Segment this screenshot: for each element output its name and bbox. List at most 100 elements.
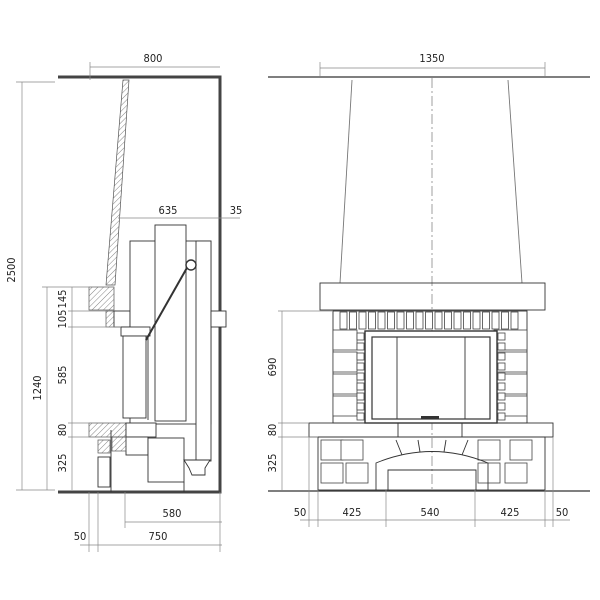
dim-firebox-height: 585 bbox=[56, 366, 69, 385]
side-brick bbox=[356, 332, 365, 341]
rowlock-brick bbox=[463, 311, 471, 330]
firebox-cap bbox=[120, 326, 151, 337]
hood-right-edge bbox=[507, 79, 523, 284]
dim-depth-body: 635 bbox=[159, 204, 178, 217]
base-brick bbox=[509, 439, 533, 461]
base-brick bbox=[340, 439, 364, 461]
dim-hearth-slab: 80 bbox=[56, 424, 69, 437]
base-brick bbox=[477, 439, 501, 461]
base-plinth bbox=[317, 436, 546, 491]
rowlock-brick bbox=[453, 311, 462, 330]
rowlock-brick bbox=[349, 311, 357, 330]
front-view: 1350 690 80 325 50 425 540 425 50 bbox=[266, 52, 590, 527]
dim-hearth-slab-front: 80 bbox=[266, 424, 279, 437]
base-brick bbox=[320, 462, 344, 484]
firebox-glass bbox=[371, 336, 491, 420]
side-brick bbox=[356, 392, 365, 401]
base-block bbox=[125, 436, 149, 456]
dimension-lines-front bbox=[278, 62, 570, 527]
pillar-brick bbox=[332, 395, 358, 417]
door-handle bbox=[421, 416, 439, 419]
dim-mantel-second: 105 bbox=[56, 310, 69, 329]
firebox-door bbox=[122, 335, 147, 419]
hood-section bbox=[105, 79, 130, 286]
hood-left-edge bbox=[339, 79, 353, 284]
rowlock-brick bbox=[387, 311, 395, 330]
base-brick bbox=[345, 462, 369, 484]
base-brick bbox=[504, 462, 528, 484]
side-brick bbox=[356, 362, 365, 371]
base-brick bbox=[477, 462, 501, 484]
side-brick bbox=[356, 352, 365, 361]
pillar-brick bbox=[332, 351, 358, 373]
ash-chamber bbox=[147, 437, 185, 483]
room-wall-outline bbox=[58, 75, 222, 494]
rowlock-brick bbox=[339, 311, 348, 330]
hearth-support bbox=[125, 422, 157, 438]
rowlock-brick bbox=[472, 311, 481, 330]
mantel-front bbox=[113, 310, 131, 328]
rowlock-brick bbox=[368, 311, 376, 330]
side-brick bbox=[497, 342, 506, 351]
dim-gap-wall: 35 bbox=[230, 204, 243, 217]
brick-courses bbox=[320, 311, 533, 484]
side-brick bbox=[497, 352, 506, 361]
pillar-brick bbox=[332, 329, 358, 351]
side-brick bbox=[356, 372, 365, 381]
side-brick bbox=[356, 402, 365, 411]
dim-depth-base: 580 bbox=[163, 507, 182, 520]
rowlock-brick bbox=[482, 311, 490, 330]
hearth-slab-front bbox=[308, 422, 554, 438]
rowlock-brick bbox=[396, 311, 405, 330]
dim-depth-total: 750 bbox=[149, 530, 168, 543]
side-brick bbox=[356, 382, 365, 391]
pillar-brick bbox=[332, 373, 358, 395]
dim-base-height-front: 325 bbox=[266, 454, 279, 473]
rear-panel bbox=[195, 240, 212, 462]
rowlock-brick bbox=[377, 311, 386, 330]
side-brick bbox=[497, 362, 506, 371]
rowlock-brick bbox=[491, 311, 500, 330]
side-brick bbox=[356, 342, 365, 351]
counterweight-pulley bbox=[185, 259, 197, 271]
rowlock-brick bbox=[406, 311, 414, 330]
air-inlet bbox=[183, 459, 211, 476]
flue-block bbox=[154, 224, 187, 422]
side-brick bbox=[497, 392, 506, 401]
side-brick bbox=[497, 382, 506, 391]
wall-bracket bbox=[210, 310, 227, 328]
dim-mantel-top: 145 bbox=[56, 290, 69, 309]
side-brick bbox=[497, 402, 506, 411]
dim-right-pillar: 425 bbox=[501, 506, 520, 519]
base-leg bbox=[97, 456, 111, 488]
rowlock-brick bbox=[425, 311, 433, 330]
rowlock-brick bbox=[501, 311, 509, 330]
base-hatch-2 bbox=[97, 439, 111, 454]
mantel-block-top bbox=[88, 286, 115, 311]
base-arch bbox=[375, 451, 489, 490]
dim-width-total: 800 bbox=[144, 52, 163, 65]
dim-height-to-mantel: 1240 bbox=[31, 375, 44, 400]
dim-hood-width: 1350 bbox=[419, 52, 444, 65]
dim-body-height: 690 bbox=[266, 358, 279, 377]
side-brick bbox=[356, 412, 365, 421]
rowlock-brick bbox=[358, 311, 367, 330]
rowlock-brick bbox=[444, 311, 452, 330]
mantel-shelf bbox=[319, 282, 546, 311]
side-brick bbox=[497, 332, 506, 341]
side-view: 800 2500 635 35 1240 145 105 585 80 325 … bbox=[5, 52, 242, 552]
dim-left-overhang: 50 bbox=[294, 506, 307, 519]
rowlock-brick bbox=[415, 311, 424, 330]
side-brick bbox=[497, 372, 506, 381]
dim-center-opening: 540 bbox=[421, 506, 440, 519]
dim-left-pillar: 425 bbox=[343, 506, 362, 519]
dimension-lines-side bbox=[16, 62, 240, 552]
dim-height-total: 2500 bbox=[5, 257, 18, 282]
dim-base-height: 325 bbox=[56, 454, 69, 473]
rowlock-brick bbox=[434, 311, 443, 330]
rowlock-brick bbox=[510, 311, 519, 330]
base-brick bbox=[320, 439, 344, 461]
dim-right-overhang: 50 bbox=[556, 506, 569, 519]
lift-arm bbox=[145, 265, 189, 341]
